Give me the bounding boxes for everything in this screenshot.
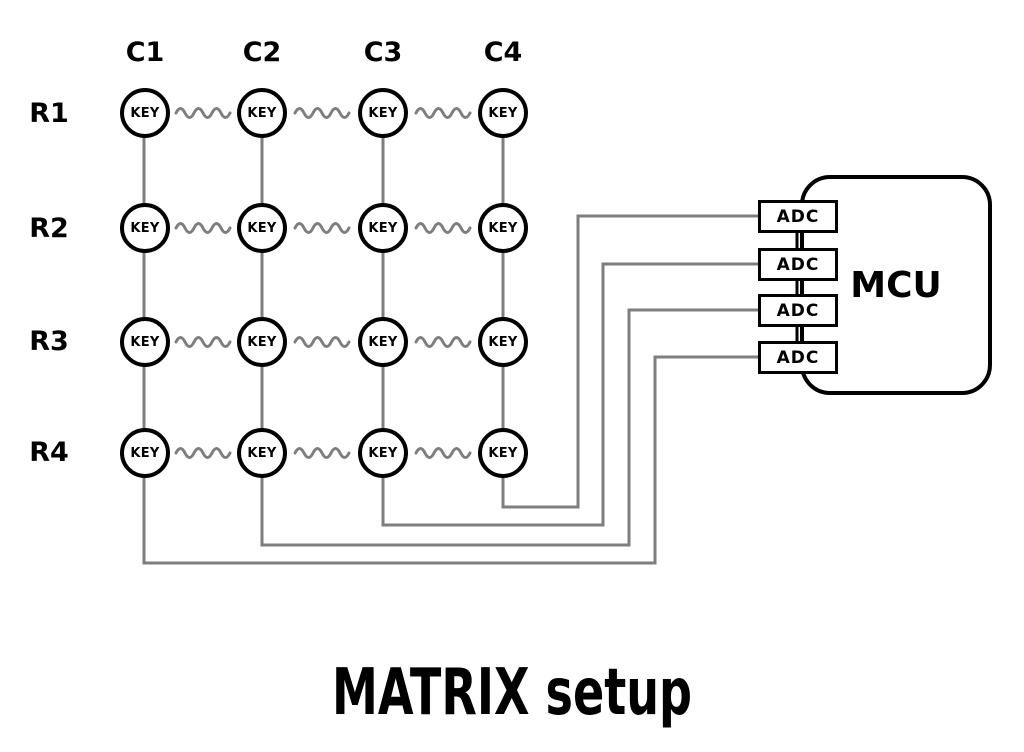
key-node-r3c4: KEY [478, 317, 528, 367]
adc-box-4: ADC [758, 341, 838, 374]
wire-c3-to-adc2 [381, 113, 758, 527]
wavy-wire [414, 336, 472, 348]
mcu-box: MCU [800, 175, 992, 395]
mcu-label: MCU [850, 264, 942, 306]
wavy-wire [414, 222, 472, 234]
key-node-r4c2: KEY [237, 428, 287, 478]
key-node-r3c1: KEY [120, 317, 170, 367]
wire-c4-to-adc1 [501, 113, 758, 509]
wire-c2-to-adc3 [260, 113, 758, 547]
wavy-wire [174, 107, 232, 119]
wavy-wire [293, 336, 351, 348]
adc-box-3: ADC [758, 294, 838, 327]
wavy-wire [293, 222, 351, 234]
key-node-r1c1: KEY [120, 88, 170, 138]
wavy-wire [174, 336, 232, 348]
row-label-r2: R2 [29, 213, 69, 244]
adc-box-2: ADC [758, 248, 838, 281]
row-label-r3: R3 [29, 326, 69, 357]
adc-box-1: ADC [758, 200, 838, 233]
column-label-c4: C4 [483, 37, 523, 68]
key-node-r1c3: KEY [358, 88, 408, 138]
wavy-wire [293, 447, 351, 459]
wavy-wire [293, 107, 351, 119]
wire-c1-to-adc4 [142, 113, 758, 565]
wavy-wire [174, 447, 232, 459]
key-node-r4c4: KEY [478, 428, 528, 478]
key-node-r2c2: KEY [237, 203, 287, 253]
diagram-title: MATRIX setup [331, 656, 693, 730]
wavy-wire [414, 447, 472, 459]
key-node-r2c3: KEY [358, 203, 408, 253]
column-label-c3: C3 [363, 37, 403, 68]
column-label-c1: C1 [125, 37, 165, 68]
column-label-c2: C2 [242, 37, 282, 68]
key-node-r3c2: KEY [237, 317, 287, 367]
row-label-r4: R4 [29, 437, 69, 468]
wavy-wire [414, 107, 472, 119]
wavy-wire [174, 222, 232, 234]
key-node-r3c3: KEY [358, 317, 408, 367]
key-node-r2c4: KEY [478, 203, 528, 253]
row-label-r1: R1 [29, 98, 69, 129]
key-node-r2c1: KEY [120, 203, 170, 253]
key-node-r1c4: KEY [478, 88, 528, 138]
key-node-r4c1: KEY [120, 428, 170, 478]
key-node-r4c3: KEY [358, 428, 408, 478]
key-node-r1c2: KEY [237, 88, 287, 138]
